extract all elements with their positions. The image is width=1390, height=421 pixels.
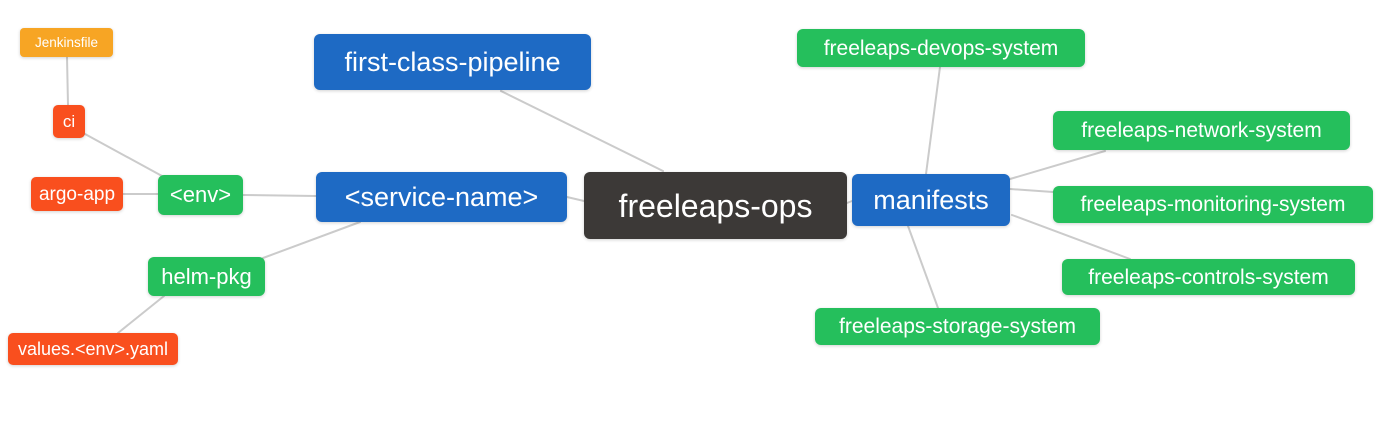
node-service-name[interactable]: <service-name> bbox=[316, 172, 567, 222]
edge-manifests-controls bbox=[1011, 214, 1131, 260]
edge-manifests-monitoring bbox=[1009, 188, 1054, 193]
node-freeleaps-monitoring-system[interactable]: freeleaps-monitoring-system bbox=[1053, 186, 1373, 223]
edge-env-service bbox=[242, 194, 317, 197]
node-manifests[interactable]: manifests bbox=[852, 174, 1010, 226]
edge-jenkinsfile-ci bbox=[66, 56, 69, 106]
edge-ci-env bbox=[84, 133, 163, 177]
edge-manifests-storage bbox=[907, 225, 939, 309]
node-freeleaps-network-system[interactable]: freeleaps-network-system bbox=[1053, 111, 1350, 150]
node-argo-app[interactable]: argo-app bbox=[31, 177, 123, 211]
node-values-env-yaml[interactable]: values.<env>.yaml bbox=[8, 333, 178, 365]
edge-helmpkg-service bbox=[262, 221, 361, 259]
edge-service-root bbox=[566, 196, 585, 202]
node-first-class-pipeline[interactable]: first-class-pipeline bbox=[314, 34, 591, 90]
node-ci[interactable]: ci bbox=[53, 105, 85, 138]
node-freeleaps-controls-system[interactable]: freeleaps-controls-system bbox=[1062, 259, 1355, 295]
node-helm-pkg[interactable]: helm-pkg bbox=[148, 257, 265, 296]
node-freeleaps-devops-system[interactable]: freeleaps-devops-system bbox=[797, 29, 1085, 67]
node-env[interactable]: <env> bbox=[158, 175, 243, 215]
node-freeleaps-storage-system[interactable]: freeleaps-storage-system bbox=[815, 308, 1100, 345]
edge-values-helmpkg bbox=[117, 295, 165, 334]
node-freeleaps-ops-root[interactable]: freeleaps-ops bbox=[584, 172, 847, 239]
edge-root-manifests bbox=[846, 200, 853, 204]
edge-pipeline-root bbox=[500, 90, 664, 172]
node-jenkinsfile[interactable]: Jenkinsfile bbox=[20, 28, 113, 57]
edge-manifests-network bbox=[1009, 150, 1106, 180]
edge-manifests-devops bbox=[925, 66, 941, 175]
